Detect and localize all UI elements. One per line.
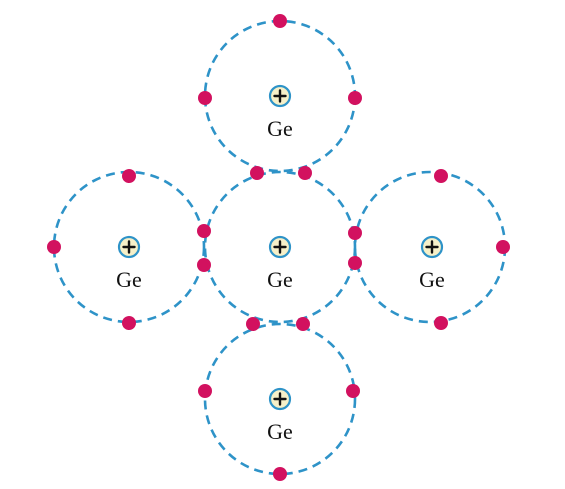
plus-sign-center <box>273 240 287 254</box>
plus-sign-left <box>122 240 136 254</box>
electron <box>434 316 448 330</box>
atom-label-right: Ge <box>419 267 445 292</box>
plus-sign-bottom <box>273 392 287 406</box>
atom-top: Ge <box>203 19 357 173</box>
atom-label-top: Ge <box>267 116 293 141</box>
atom-center: Ge <box>203 170 357 324</box>
electron <box>346 384 360 398</box>
atom-label-center: Ge <box>267 267 293 292</box>
atom-label-left: Ge <box>116 267 142 292</box>
electron <box>198 384 212 398</box>
electron <box>246 317 260 331</box>
electron <box>298 166 312 180</box>
electron <box>348 226 362 240</box>
electron <box>122 316 136 330</box>
atom-label-bottom: Ge <box>267 419 293 444</box>
atom-left: Ge <box>52 170 206 324</box>
electron <box>122 169 136 183</box>
electron <box>296 317 310 331</box>
electron <box>47 240 61 254</box>
electron <box>348 256 362 270</box>
electron <box>496 240 510 254</box>
electron <box>434 169 448 183</box>
plus-sign-top <box>273 89 287 103</box>
atom-right: Ge <box>353 170 507 324</box>
electron <box>273 467 287 481</box>
electron <box>250 166 264 180</box>
atom-bottom: Ge <box>203 322 357 476</box>
electron <box>197 224 211 238</box>
electron <box>198 91 212 105</box>
electron <box>197 258 211 272</box>
electron <box>273 14 287 28</box>
plus-sign-right <box>425 240 439 254</box>
electron <box>348 91 362 105</box>
orbit-center <box>203 170 357 324</box>
electrons <box>47 14 510 481</box>
orbit-bottom <box>203 322 357 476</box>
